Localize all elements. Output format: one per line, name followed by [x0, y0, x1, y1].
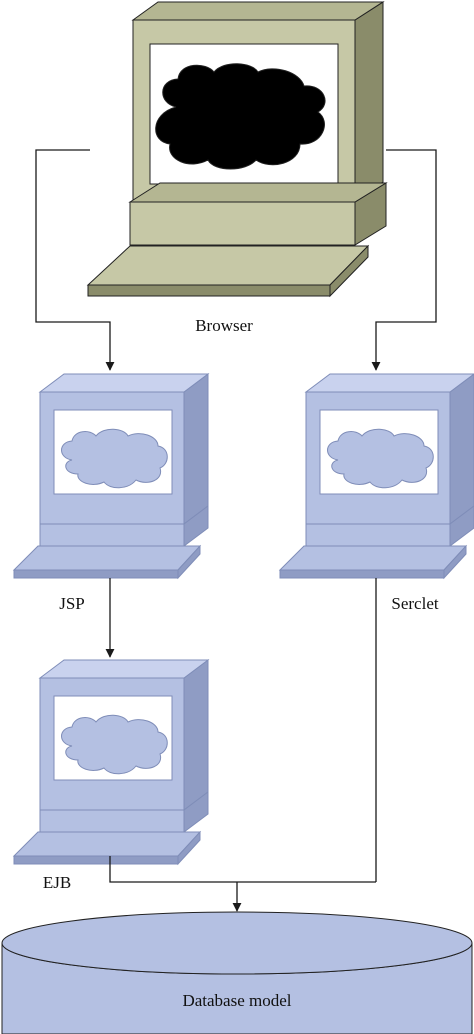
- ejb-monitor-side: [183, 659, 209, 811]
- database-top: [1, 911, 473, 975]
- ejb-keyboard-side: [177, 830, 201, 866]
- browser-label: Browser: [195, 316, 253, 335]
- servlet-monitor-top: [304, 373, 474, 393]
- browser-base-top: [128, 182, 388, 203]
- servlet-base-front: [305, 523, 451, 547]
- browser-base-front: [129, 201, 356, 246]
- browser-keyboard-front: [87, 284, 331, 297]
- jsp-keyboard-front: [13, 569, 179, 579]
- desktop-computer-icon: [86, 1, 388, 298]
- desktop-computer-icon: [12, 659, 210, 866]
- cloud-icon: [61, 714, 168, 775]
- edge-browser-to-servlet: [371, 149, 437, 371]
- browser-keyboard-side: [329, 244, 369, 298]
- cloud-icon: [155, 63, 326, 170]
- servlet-keyboard-top: [278, 545, 468, 571]
- ejb-label: EJB: [43, 873, 71, 892]
- database-label: Database model: [182, 991, 291, 1010]
- ejb-base-front: [39, 809, 185, 833]
- servlet-label: Serclet: [391, 594, 438, 613]
- jsp-monitor-top: [38, 373, 210, 393]
- browser-monitor-side: [354, 1, 384, 201]
- connectors: [35, 149, 437, 912]
- jsp-monitor-side: [183, 373, 209, 525]
- browser-monitor-top: [131, 1, 385, 21]
- ejb-keyboard-front: [13, 855, 179, 865]
- desktop-computer-icon: [12, 373, 210, 580]
- browser-keyboard-top: [86, 245, 370, 286]
- servlet-keyboard-side: [443, 544, 467, 580]
- ejb-node: EJB: [12, 659, 210, 892]
- browser-node: Browser: [86, 1, 388, 335]
- edge-browser-to-jsp: [35, 149, 115, 371]
- jsp-keyboard-side: [177, 544, 201, 580]
- cloud-icon: [61, 428, 168, 489]
- servlet-keyboard-front: [279, 569, 445, 579]
- jsp-node: JSP: [12, 373, 210, 613]
- cloud-icon: [327, 428, 434, 489]
- jsp-base-front: [39, 523, 185, 547]
- ejb-monitor-top: [38, 659, 210, 679]
- database-cylinder-icon: [1, 911, 473, 1034]
- jsp-keyboard-top: [12, 545, 202, 571]
- database-node: Database model: [1, 911, 473, 1034]
- ejb-keyboard-top: [12, 831, 202, 857]
- servlet-node: Serclet: [278, 373, 474, 613]
- servlet-monitor-side: [449, 373, 474, 525]
- edge-ejb-to-database: [109, 856, 376, 883]
- jsp-label: JSP: [59, 594, 85, 613]
- desktop-computer-icon: [278, 373, 474, 580]
